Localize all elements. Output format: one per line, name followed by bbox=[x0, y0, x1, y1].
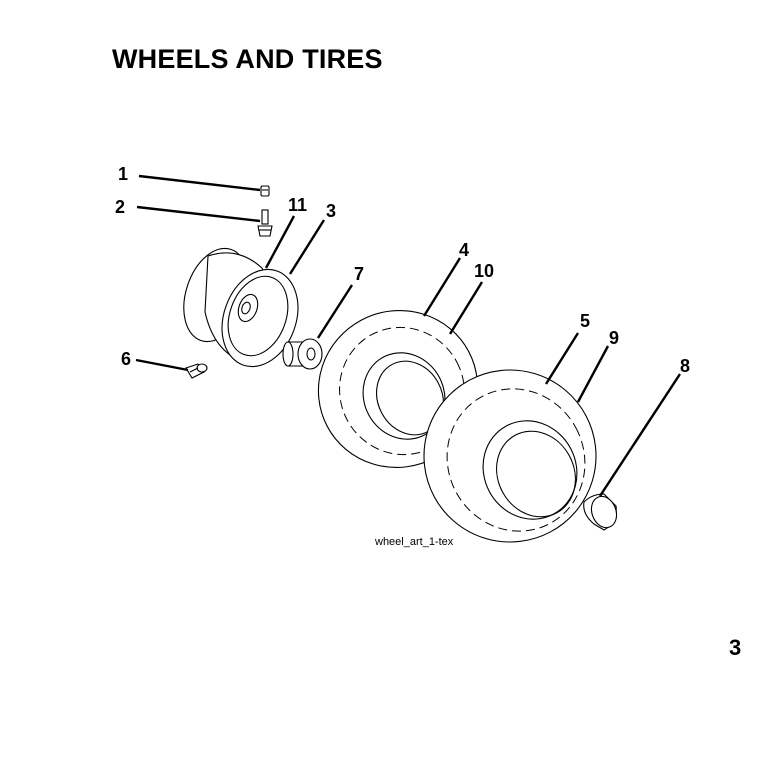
page-title: WHEELS AND TIRES bbox=[112, 44, 383, 74]
leader-3 bbox=[288, 219, 326, 275]
leader-4 bbox=[422, 257, 462, 317]
leader-11 bbox=[264, 215, 296, 269]
leader-10 bbox=[448, 281, 484, 335]
leader-8 bbox=[598, 373, 682, 497]
part-rear-tire bbox=[423, 369, 597, 543]
callout-9: 9 bbox=[609, 328, 619, 348]
part-valve-stem bbox=[257, 209, 273, 237]
callout-3: 3 bbox=[326, 201, 336, 221]
leader-6 bbox=[135, 358, 189, 372]
callout-8: 8 bbox=[680, 356, 690, 376]
callout-2: 2 bbox=[115, 197, 125, 217]
callout-1: 1 bbox=[118, 164, 128, 184]
callout-numbers: 1 2 11 3 7 4 10 5 9 8 6 bbox=[115, 164, 690, 376]
callout-7: 7 bbox=[354, 264, 364, 284]
page-number: 3 bbox=[729, 635, 741, 660]
leader-9 bbox=[576, 345, 610, 403]
part-bushing bbox=[282, 338, 323, 370]
part-grease-fitting bbox=[185, 363, 208, 379]
part-valve-cap bbox=[260, 185, 270, 197]
callout-11: 11 bbox=[288, 195, 307, 215]
leader-7 bbox=[316, 284, 354, 339]
leader-1 bbox=[138, 174, 261, 192]
part-wheel-rim bbox=[183, 247, 299, 368]
callout-5: 5 bbox=[580, 311, 590, 331]
art-reference-tag: wheel_art_1-tex bbox=[374, 536, 454, 548]
callout-6: 6 bbox=[121, 349, 131, 369]
leader-5 bbox=[544, 332, 580, 385]
callout-4: 4 bbox=[459, 240, 469, 260]
part-hub-cap bbox=[583, 493, 618, 531]
callout-10: 10 bbox=[474, 261, 494, 281]
leader-lines bbox=[135, 174, 682, 497]
leader-2 bbox=[136, 205, 261, 223]
